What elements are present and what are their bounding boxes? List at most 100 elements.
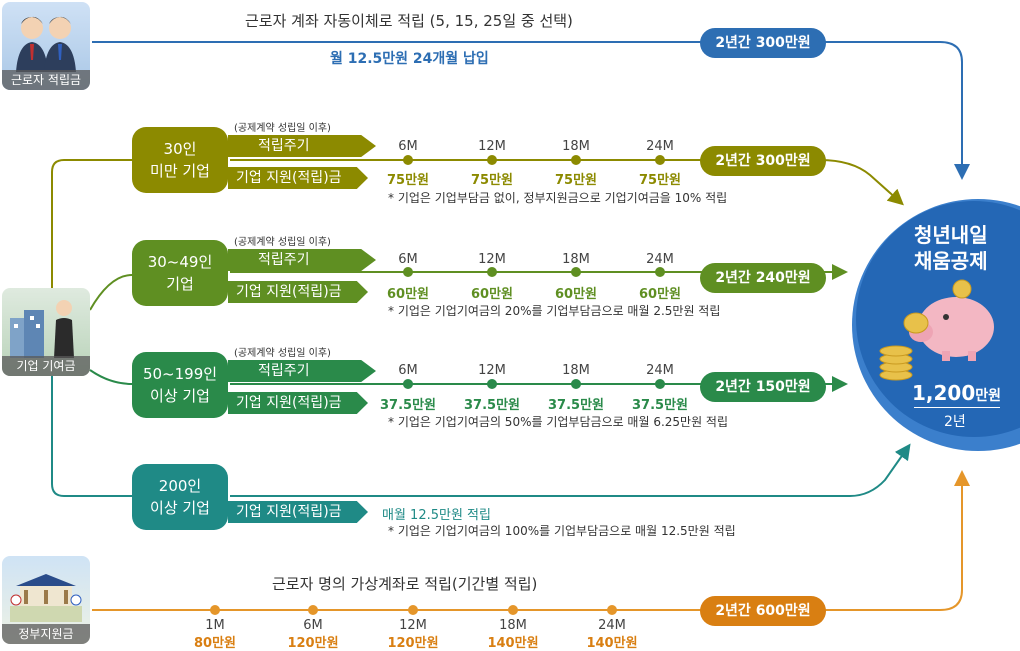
tier3-tick-label: 12M [478, 363, 506, 378]
government-icon: 정부지원금 [2, 556, 90, 644]
tier1-amount: 75만원 [470, 173, 513, 188]
tier1-dot [571, 155, 581, 165]
tier2-size-line1: 30~49인 [147, 253, 213, 271]
tier1-tick-label: 18M [562, 139, 590, 154]
government-amount: 140만원 [487, 636, 539, 651]
government-tick-label: 6M [303, 618, 323, 633]
tier2-after-contract: (공제계약 성립일 이후) [234, 237, 331, 248]
tier3-support-label: 기업 지원(적립)금 [228, 392, 368, 414]
tier1-size-box: 30인 미만 기업 [132, 127, 228, 193]
result-amount-unit: 만원 [975, 388, 1002, 404]
tier3-tick-label: 6M [398, 363, 418, 378]
tier2-note: * 기업은 기업기여금의 20%를 기업부담금으로 매월 2.5만원 적립 [388, 304, 721, 318]
tier1-support-label: 기업 지원(적립)금 [228, 167, 368, 189]
result-amount: 1,200만원 [912, 381, 1001, 405]
government-dot [408, 605, 418, 615]
tier2-dot [655, 267, 665, 277]
worker-subtitle: 월 12.5만원 24개월 납입 [330, 51, 489, 67]
company-trunk-line-2 [89, 274, 133, 311]
tier1-dot [655, 155, 665, 165]
tier2-cycle-label: 적립주기 [228, 249, 376, 271]
government-dot [607, 605, 617, 615]
tier1-tick-label: 24M [646, 139, 674, 154]
tier3-after-contract: (공제계약 성립일 이후) [234, 348, 331, 359]
tier2-amount: 60만원 [554, 287, 597, 302]
result-title-line1: 청년내일 [914, 223, 988, 247]
tier4-line [230, 443, 911, 497]
piggy-bank-icon [879, 279, 994, 381]
tier1-size-line2: 미만 기업 [150, 162, 210, 180]
tier3-amount: 37.5만원 [632, 398, 688, 413]
tier3-size-line2: 이상 기업 [150, 387, 210, 405]
government-flow-line [92, 470, 970, 611]
result-period: 2년 [944, 414, 966, 430]
company-trunk-line [51, 159, 132, 290]
government-dot [308, 605, 318, 615]
government-tick-label: 12M [399, 618, 427, 633]
government-tick-label: 18M [499, 618, 527, 633]
tier4-monthly: 매월 12.5만원 적립 [382, 508, 491, 523]
tier2-tick-label: 24M [646, 252, 674, 267]
government-dot [210, 605, 220, 615]
government-title: 근로자 명의 가상계좌로 적립(기간별 적립) [272, 575, 538, 593]
tier4-size-box: 200인 이상 기업 [132, 464, 228, 530]
tier3-dot [403, 379, 413, 389]
worker-total-badge: 2년간 300만원 [700, 28, 826, 58]
tier2-tick-label: 6M [398, 252, 418, 267]
government-amount: 140만원 [586, 636, 638, 651]
result-amount-number: 1,200 [912, 381, 976, 405]
tier3-note: * 기업은 기업기여금의 50%를 기업부담금으로 매월 6.25만원 적립 [388, 415, 729, 429]
government-tick-label: 24M [598, 618, 626, 633]
tier1-amount: 75만원 [638, 173, 681, 188]
worker-icon-label: 근로자 적립금 [2, 70, 90, 90]
tier2-size-box: 30~49인 기업 [132, 240, 228, 306]
tier2-dot [571, 267, 581, 277]
tier3-tick-label: 18M [562, 363, 590, 378]
government-amount: 80만원 [193, 636, 236, 651]
tier1-total-badge: 2년간 300만원 [700, 146, 826, 176]
government-dot [508, 605, 518, 615]
tier3-dot [487, 379, 497, 389]
tier4-support-label: 기업 지원(적립)금 [228, 501, 368, 523]
company-trunk-line-3 [89, 369, 133, 385]
tier3-dot [571, 379, 581, 389]
tier1-amount: 75만원 [386, 173, 429, 188]
government-icon-label: 정부지원금 [2, 624, 90, 644]
tier1-amount: 75만원 [554, 173, 597, 188]
tier3-tick-label: 24M [646, 363, 674, 378]
government-amount: 120만원 [287, 636, 339, 651]
tier2-amount: 60만원 [638, 287, 681, 302]
tier2-amount: 60만원 [470, 287, 513, 302]
result-panel: 청년내일 채움공제 1,200만원 2년 [852, 195, 1020, 455]
tier3-cycle-label: 적립주기 [228, 360, 376, 382]
tier3-dot [655, 379, 665, 389]
government-tick-label: 1M [205, 618, 225, 633]
tier3-amount: 37.5만원 [548, 398, 604, 413]
worker-flow-line [92, 41, 970, 180]
tier1-dot [487, 155, 497, 165]
tier1-note: * 기업은 기업부담금 없이, 정부지원금으로 기업기여금을 10% 적립 [388, 191, 728, 205]
tier1-cycle-label: 적립주기 [228, 135, 376, 157]
tier1-tick-label: 12M [478, 139, 506, 154]
tier4-size-line1: 200인 [158, 477, 202, 495]
result-divider [914, 407, 1000, 408]
government-amount: 120만원 [387, 636, 439, 651]
company-icon: 기업 기여금 [2, 288, 90, 376]
company-trunk-line-4 [51, 368, 132, 497]
tier1-after-contract: (공제계약 성립일 이후) [234, 123, 331, 134]
tier2-dot [403, 267, 413, 277]
worker-title: 근로자 계좌 자동이체로 적립 (5, 15, 25일 중 선택) [245, 12, 573, 30]
tier4-size-line2: 이상 기업 [150, 499, 210, 517]
tier2-support-label: 기업 지원(적립)금 [228, 281, 368, 303]
tier3-total-badge: 2년간 150만원 [700, 372, 826, 402]
tier4-note: * 기업은 기업기여금의 100%를 기업부담금으로 매월 12.5만원 적립 [388, 524, 736, 538]
tier1-dot [403, 155, 413, 165]
tier2-size-line2: 기업 [166, 275, 194, 293]
tier2-total-badge: 2년간 240만원 [700, 263, 826, 293]
worker-icon: 근로자 적립금 [2, 2, 90, 90]
tier2-tick-label: 18M [562, 252, 590, 267]
company-icon-label: 기업 기여금 [2, 356, 90, 376]
tier1-tick-label: 6M [398, 139, 418, 154]
tier2-amount: 60만원 [386, 287, 429, 302]
tier3-size-box: 50~199인 이상 기업 [132, 352, 228, 418]
